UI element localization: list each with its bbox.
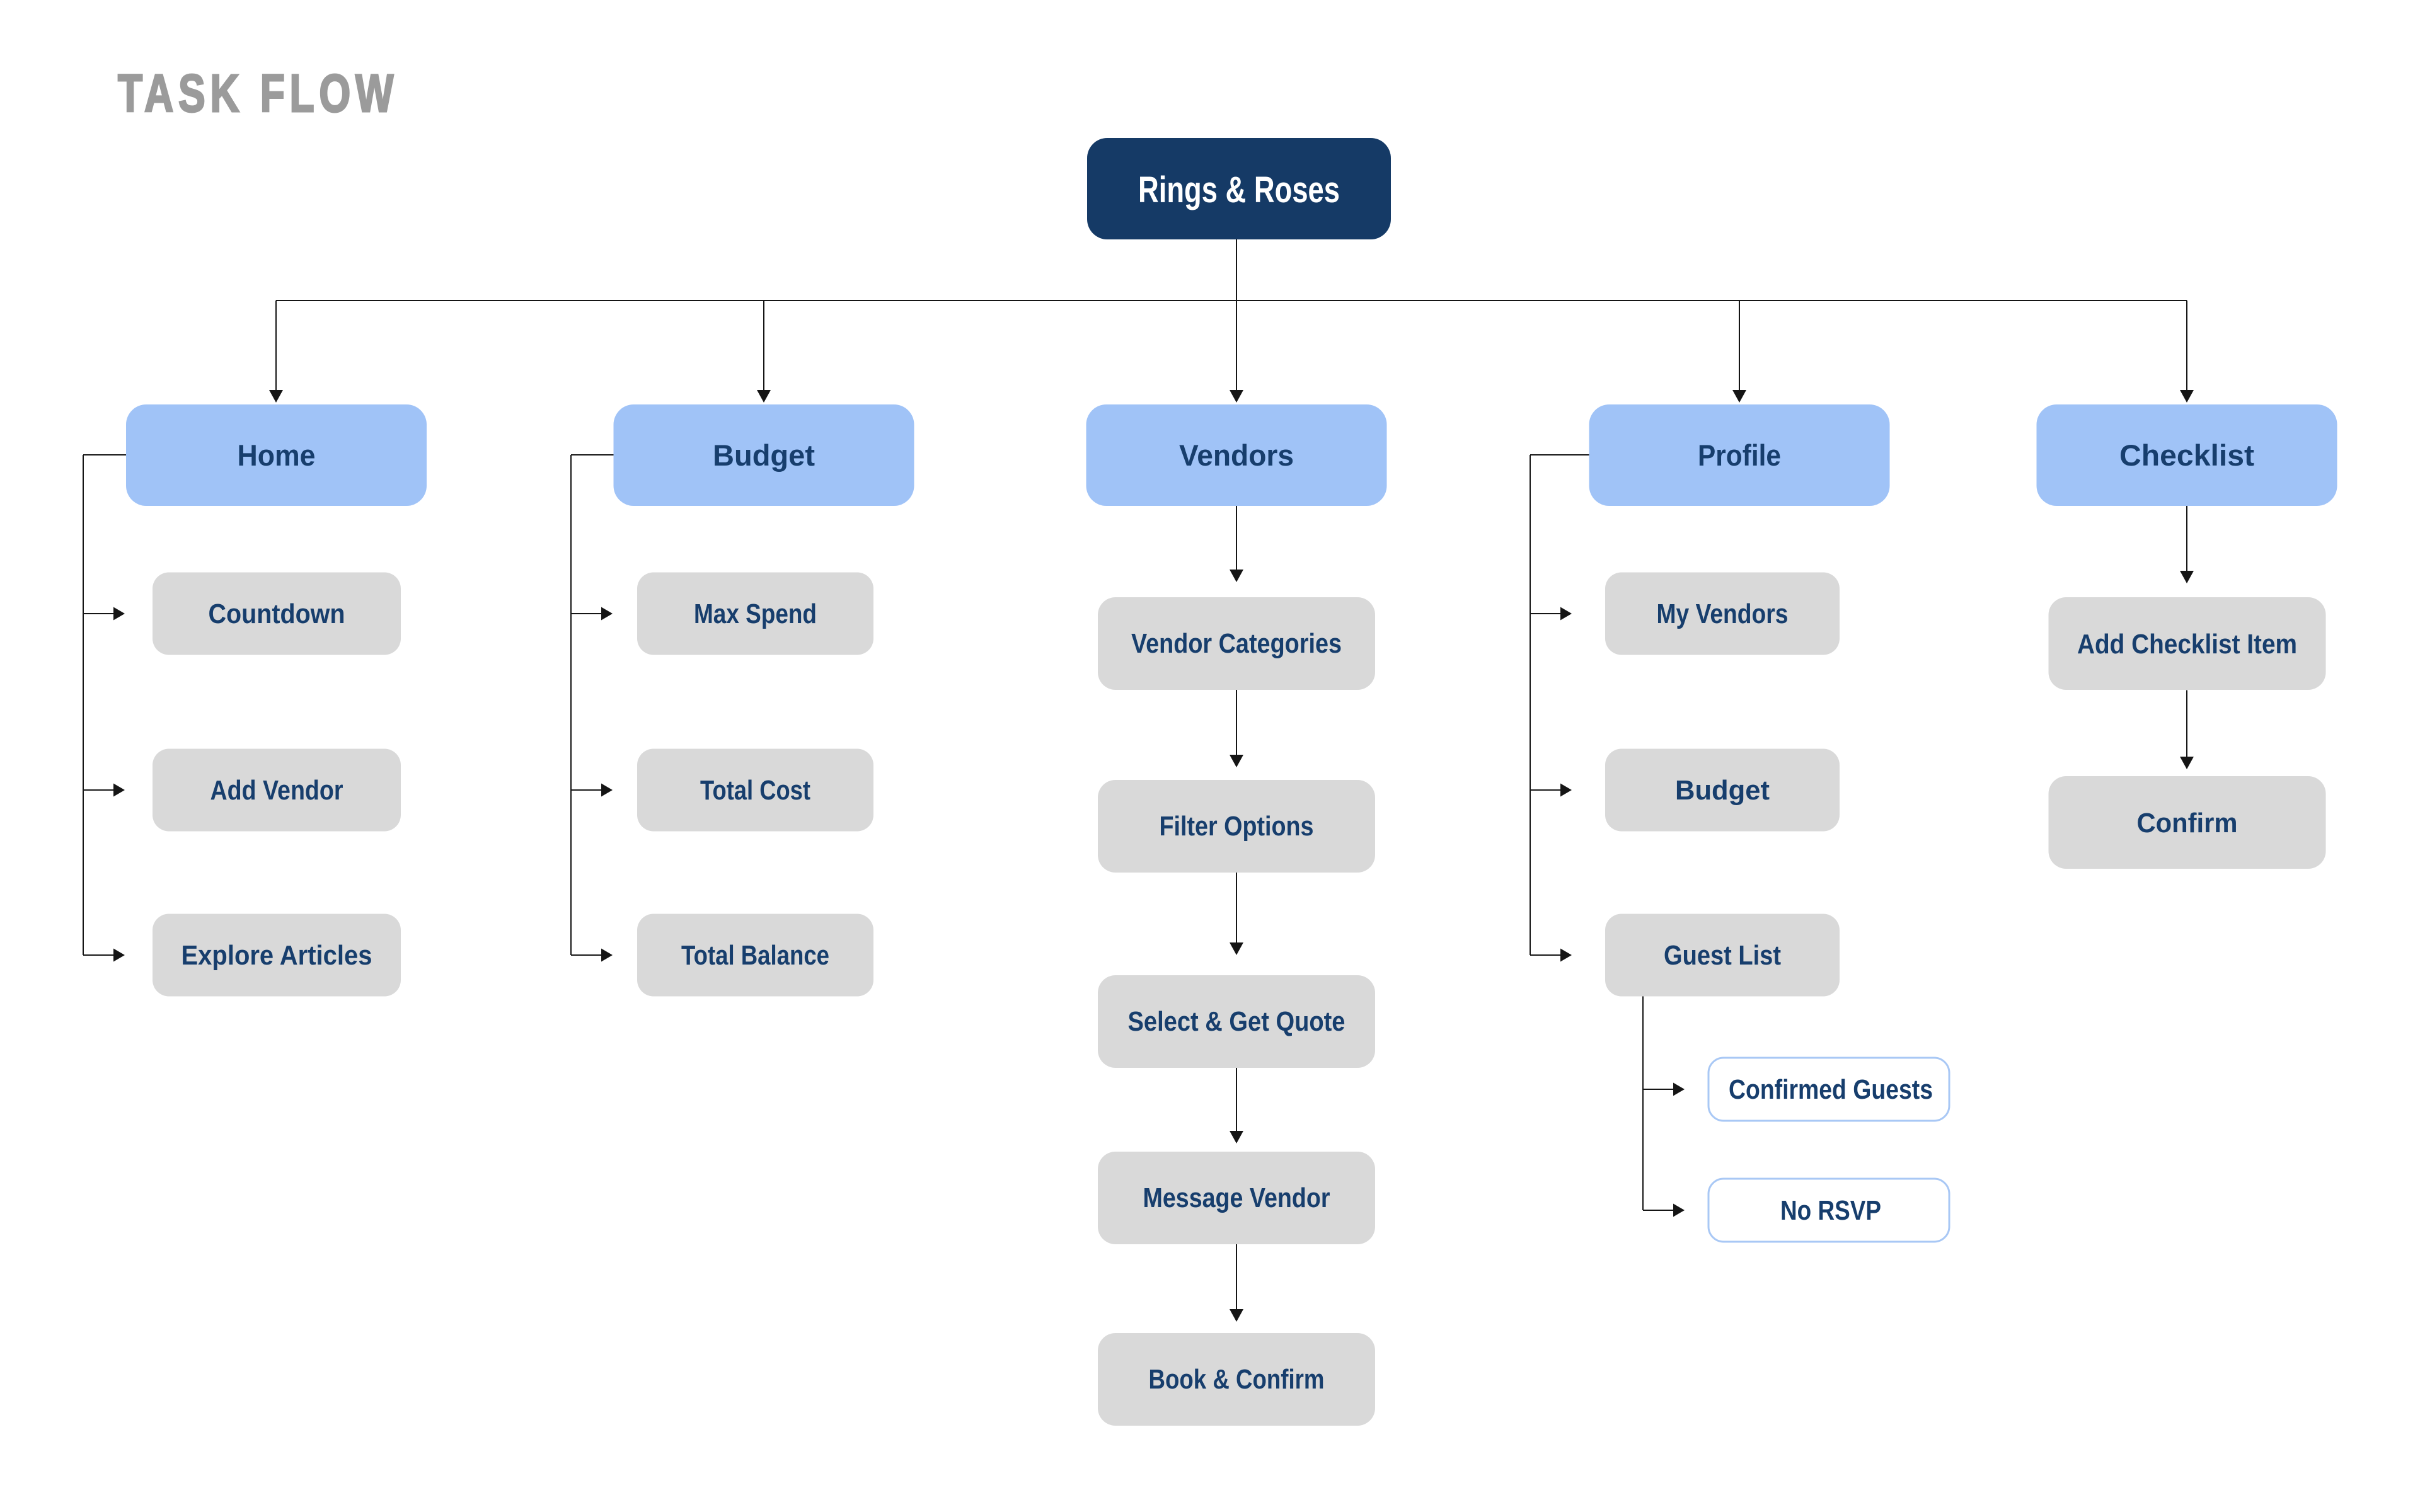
svg-text:Budget: Budget bbox=[1675, 775, 1770, 806]
svg-text:My Vendors: My Vendors bbox=[1657, 598, 1789, 629]
svg-text:Confirm: Confirm bbox=[2137, 808, 2238, 839]
svg-text:Message Vendor: Message Vendor bbox=[1143, 1183, 1330, 1213]
svg-text:Rings & Roses: Rings & Roses bbox=[1138, 169, 1340, 210]
svg-text:No RSVP: No RSVP bbox=[1780, 1195, 1881, 1226]
svg-text:Checklist: Checklist bbox=[2119, 438, 2254, 472]
svg-text:TASK FLOW: TASK FLOW bbox=[118, 64, 398, 123]
svg-text:Total Balance: Total Balance bbox=[681, 940, 829, 971]
svg-text:Book & Confirm: Book & Confirm bbox=[1149, 1364, 1325, 1395]
svg-text:Profile: Profile bbox=[1698, 438, 1781, 472]
svg-text:Vendors: Vendors bbox=[1179, 438, 1294, 472]
svg-text:Total Cost: Total Cost bbox=[700, 775, 810, 806]
svg-text:Filter Options: Filter Options bbox=[1160, 811, 1314, 842]
svg-text:Countdown: Countdown bbox=[209, 598, 345, 629]
svg-text:Explore Articles: Explore Articles bbox=[182, 940, 372, 971]
svg-text:Confirmed Guests: Confirmed Guests bbox=[1729, 1074, 1933, 1105]
svg-text:Guest List: Guest List bbox=[1664, 940, 1781, 971]
svg-text:Home: Home bbox=[238, 438, 316, 472]
svg-text:Max Spend: Max Spend bbox=[694, 598, 817, 629]
svg-text:Budget: Budget bbox=[713, 438, 815, 472]
svg-text:Select & Get Quote: Select & Get Quote bbox=[1128, 1006, 1345, 1037]
svg-text:Add Checklist Item: Add Checklist Item bbox=[2077, 629, 2297, 660]
svg-text:Add Vendor: Add Vendor bbox=[210, 775, 343, 806]
svg-text:Vendor Categories: Vendor Categories bbox=[1131, 628, 1342, 659]
